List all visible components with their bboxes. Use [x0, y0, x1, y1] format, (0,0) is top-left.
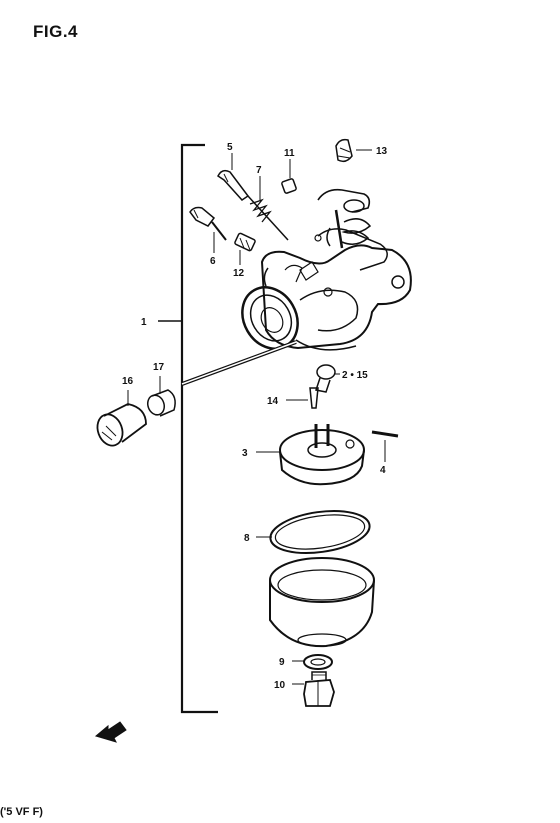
carburetor-body — [241, 228, 412, 351]
part-3-float — [279, 424, 365, 486]
callout-14: 14 — [267, 396, 279, 407]
part-17-plug — [146, 389, 176, 417]
part-12-jet — [234, 232, 256, 252]
part-10-bolt — [303, 671, 335, 707]
callouts: 1 2 • 15 3 4 5 6 7 8 9 10 11 12 13 14 16… — [122, 142, 388, 691]
assembly-bracket — [158, 143, 218, 714]
callout-7: 7 — [256, 165, 262, 176]
figure-title: FIG.4 — [33, 22, 79, 41]
part-2-15-screw — [315, 364, 336, 393]
part-6-needle — [189, 206, 227, 241]
footer-code: ('5 VF F) — [0, 806, 43, 818]
callout-13: 13 — [376, 146, 388, 157]
callout-12: 12 — [233, 268, 245, 279]
part-16-cap — [96, 403, 147, 447]
part-5-screw — [217, 169, 289, 241]
part-13-screw — [335, 138, 353, 163]
callout-4: 4 — [380, 465, 386, 476]
callout-8: 8 — [244, 533, 250, 544]
throttle-lever-spring — [314, 188, 372, 249]
callout-1: 1 — [141, 317, 147, 328]
callout-6: 6 — [210, 256, 216, 267]
callout-3: 3 — [242, 448, 248, 459]
choke-rod — [181, 340, 297, 386]
callout-11: 11 — [284, 148, 295, 159]
float-bowl — [269, 557, 375, 648]
callout-10: 10 — [274, 680, 286, 691]
part-8-gasket — [269, 510, 371, 554]
part-11-cap — [281, 178, 297, 194]
callout-2-15: 2 • 15 — [342, 370, 368, 381]
callout-9: 9 — [279, 657, 285, 668]
part-7-spring — [249, 198, 272, 223]
part-9-washer — [303, 654, 333, 670]
part-14-needle — [309, 387, 319, 409]
front-arrow-icon — [94, 721, 127, 743]
callout-16: 16 — [122, 376, 134, 387]
callout-5: 5 — [227, 142, 233, 153]
callout-17: 17 — [153, 362, 165, 373]
part-4-pin — [371, 430, 399, 438]
leader-lines — [127, 149, 386, 685]
